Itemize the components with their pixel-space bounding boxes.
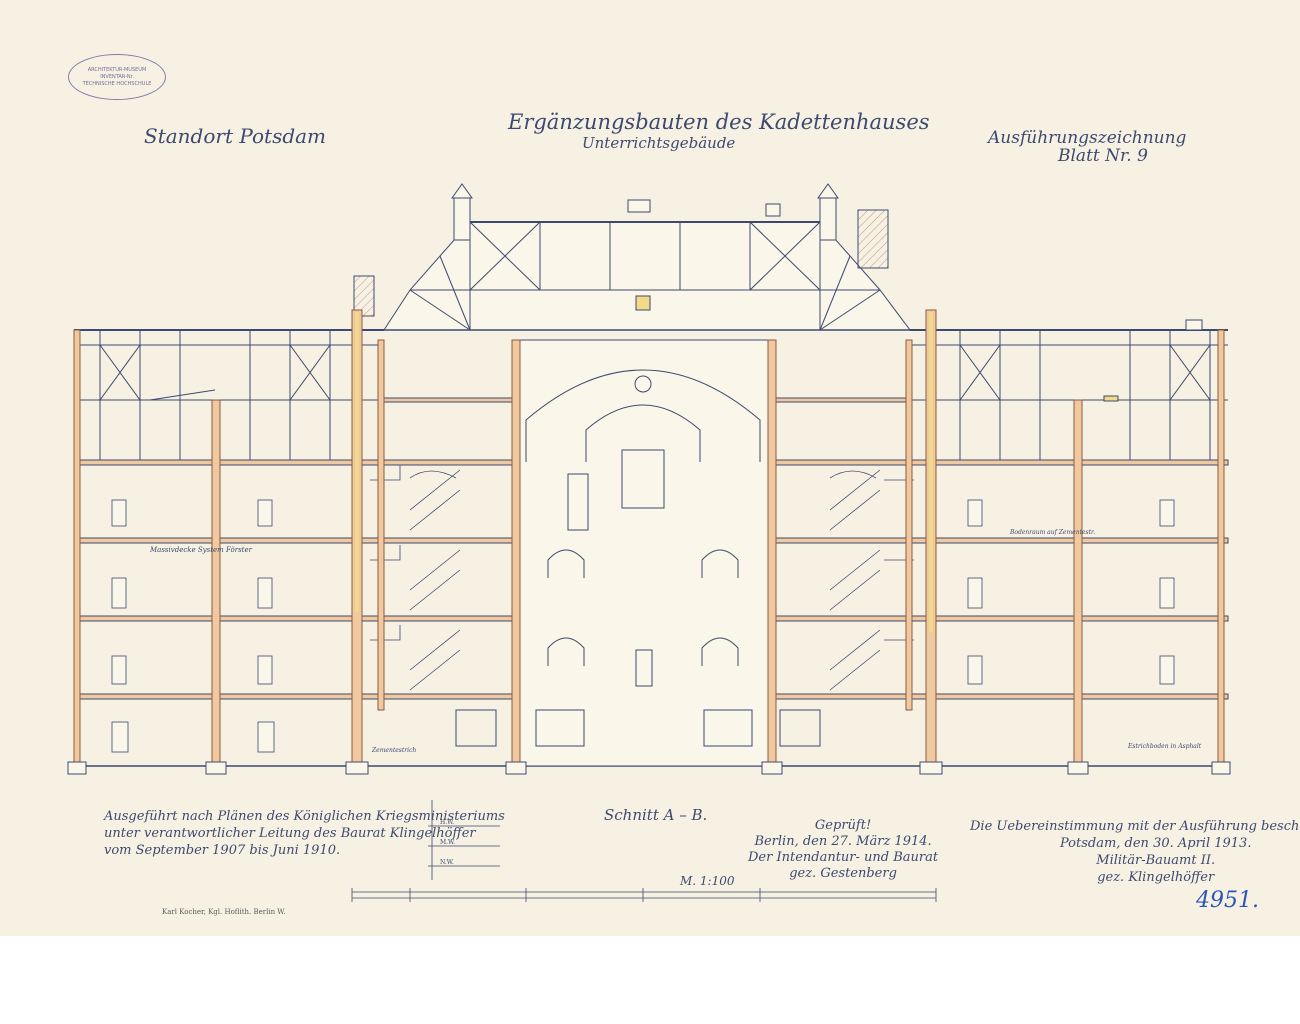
central-hall: [455, 339, 821, 767]
section-label: Schnitt A – B.: [604, 806, 708, 824]
inventory-number: 4951.: [1196, 888, 1259, 913]
printer-credit: Karl Kocher, Kgl. Hoflith. Berlin W.: [162, 908, 286, 916]
asphalt-floor-note: Estrichboden in Asphalt: [1127, 743, 1202, 750]
conformity-note: Die Uebereinstimmung mit der Ausführung …: [970, 819, 1300, 885]
museum-stamp: ARCHITEKTUR-MUSEUM INVENTAR-Nr. TECHNISC…: [68, 54, 166, 100]
drawing-title: Ergänzungsbauten des Kadettenhauses: [508, 110, 930, 134]
wing-windows: [111, 499, 1175, 753]
execution-note: Ausgeführt nach Plänen des Königlichen K…: [104, 809, 505, 858]
level-nw-label: N.W.: [440, 859, 454, 866]
drawing-sheet: ARCHITEKTUR-MUSEUM INVENTAR-Nr. TECHNISC…: [0, 0, 1300, 936]
left-wing-roof: [74, 329, 384, 463]
right-wing-roof: [910, 319, 1228, 463]
location-label: Standort Potsdam: [144, 124, 327, 148]
drawing-type-label: Ausführungszeichnung: [988, 128, 1187, 148]
review-note: Geprüft! Berlin, den 27. März 1914. Der …: [748, 818, 939, 881]
water-level-marks: [428, 800, 500, 880]
flue-highlights: [355, 312, 933, 632]
drawing-subtitle: Unterrichtsgebäude: [582, 134, 736, 152]
masonry-system-note: Massivdecke System Förster: [149, 546, 253, 554]
scale-label: M. 1:100: [680, 874, 735, 888]
chimneys: [353, 183, 889, 317]
sheet-number: Blatt Nr. 9: [1058, 146, 1148, 166]
level-mw-label: M.W.: [440, 839, 455, 846]
staircases: [370, 465, 914, 691]
cement-screed-note: Zementestrich: [371, 747, 416, 754]
bottom-margin: [0, 936, 1300, 1024]
level-hw-label: H.W.: [440, 819, 454, 826]
scale-bar: [351, 888, 937, 902]
attic-floor-note: Bodenraum auf Zementestr.: [1009, 529, 1095, 536]
foundations: [67, 761, 1231, 775]
building-section-drawing: H.W. M.W. N.W. Massivdecke System Förste…: [67, 183, 1231, 902]
